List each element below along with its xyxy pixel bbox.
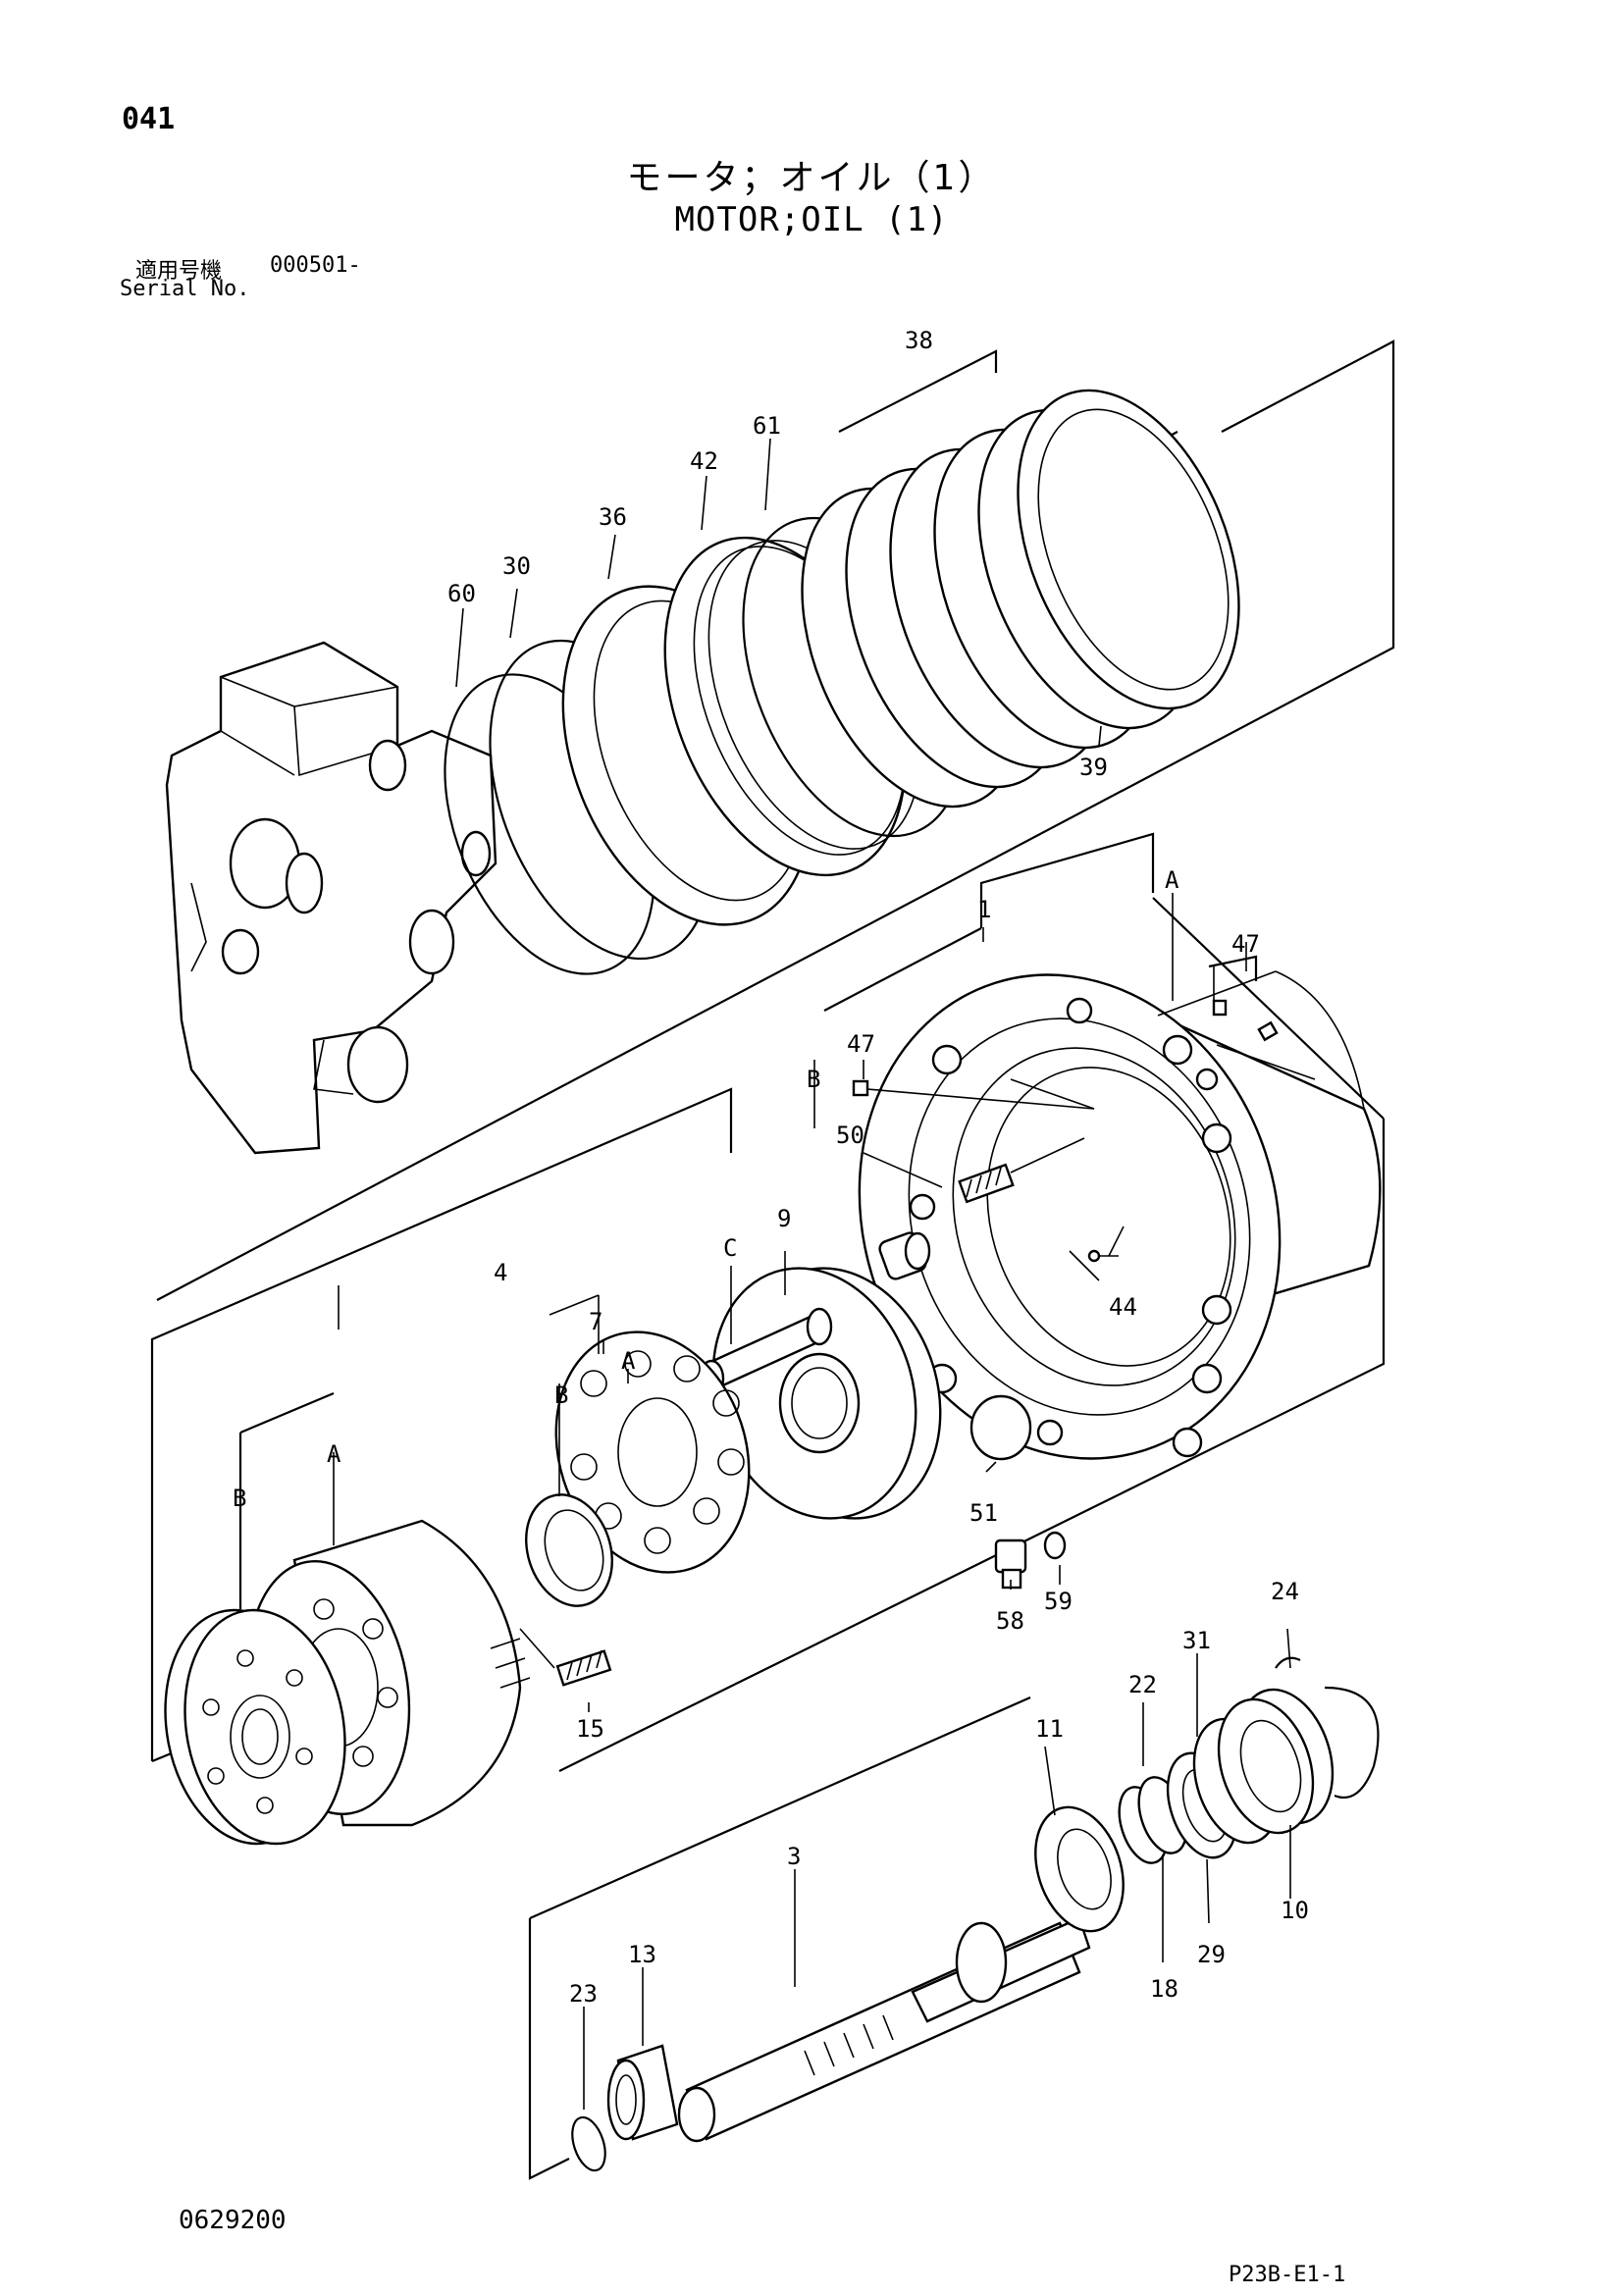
serial-label-english: Serial No. [120,277,250,301]
plug-47-left [852,1078,1095,1110]
callout-4: 4 [494,1259,507,1286]
callout-a-swash: A [621,1347,636,1375]
spring-50 [863,1137,1085,1204]
callout-10: 10 [1281,1897,1309,1924]
plug-47-right [1208,955,1316,1080]
callout-c: C [723,1234,737,1262]
callout-3: 3 [787,1843,801,1870]
callout-29: 29 [1197,1941,1226,1968]
callout-44: 44 [1109,1293,1137,1321]
callout-61: 61 [753,412,781,440]
shaft-3 [677,1916,1091,2143]
callout-42: 42 [690,447,718,475]
swash-plate-7 [549,1294,751,1574]
footer-reference: P23B-E1-1 [1229,2263,1346,2287]
bushing-13 [606,2044,679,2141]
callout-15: 15 [576,1715,604,1743]
callout-39: 39 [1079,754,1108,781]
callout-9: 9 [777,1205,791,1232]
callout-11: 11 [1035,1715,1064,1743]
callout-13: 13 [628,1941,656,1968]
collar-10 [1217,1688,1335,1835]
plug-58 [994,1539,1027,1590]
callout-7: 7 [589,1308,602,1335]
callout-b-cylinder: B [233,1485,246,1512]
callout-1: 1 [977,896,991,923]
shoe-plate-b [164,1608,346,1846]
callout-22: 22 [1128,1671,1157,1698]
callout-50: 50 [836,1122,864,1149]
callout-58: 58 [996,1607,1024,1635]
leader-lines [239,438,1291,2110]
callout-labels: 38 61 42 36 30 60 39 1 A 47 47 B 50 44 9… [233,327,1309,2008]
callout-60: 60 [447,580,476,607]
callout-a-casing: A [1165,866,1179,894]
motor-housing [165,641,497,1155]
callout-18: 18 [1150,1975,1178,2003]
ball-51 [969,1394,1032,1461]
callout-b-casing: B [807,1066,820,1093]
retainer-b [525,1493,613,1607]
page-number: 041 [122,102,176,136]
friction-plates-38-39 [801,389,1240,809]
callout-b-swash: B [554,1382,568,1409]
callout-47-left: 47 [847,1030,875,1058]
page-title-japanese: モータ；オイル（1） [626,158,997,198]
serial-number-range: 000501- [270,253,361,278]
o-ring-59 [1043,1531,1067,1560]
spring-15 [519,1628,612,1687]
callout-30: 30 [502,552,531,580]
snap-ring-23 [571,2115,606,2172]
callout-59: 59 [1044,1588,1073,1615]
footer-drawing-code: 0629200 [179,2206,287,2235]
snap-ring-24 [1275,1656,1380,1799]
callout-24: 24 [1271,1578,1299,1605]
shaft-group-frame [528,1696,1031,2180]
callout-36: 36 [599,503,627,531]
callout-38: 38 [905,327,933,354]
callout-a-cylinder: A [327,1440,341,1468]
serial-label-japanese: 適用号機 [135,259,223,284]
pin-44 [1087,1226,1125,1263]
callout-51: 51 [969,1499,998,1527]
bearing-11 [1034,1805,1125,1933]
bushing-9 [878,1231,931,1280]
motor-casing [858,970,1382,1460]
page-title-english: MOTOR;OIL (1) [674,200,949,239]
casing-group-frame [558,832,1386,1772]
callout-23: 23 [569,1980,598,2008]
callout-47-right: 47 [1231,930,1260,958]
callout-31: 31 [1182,1627,1211,1654]
